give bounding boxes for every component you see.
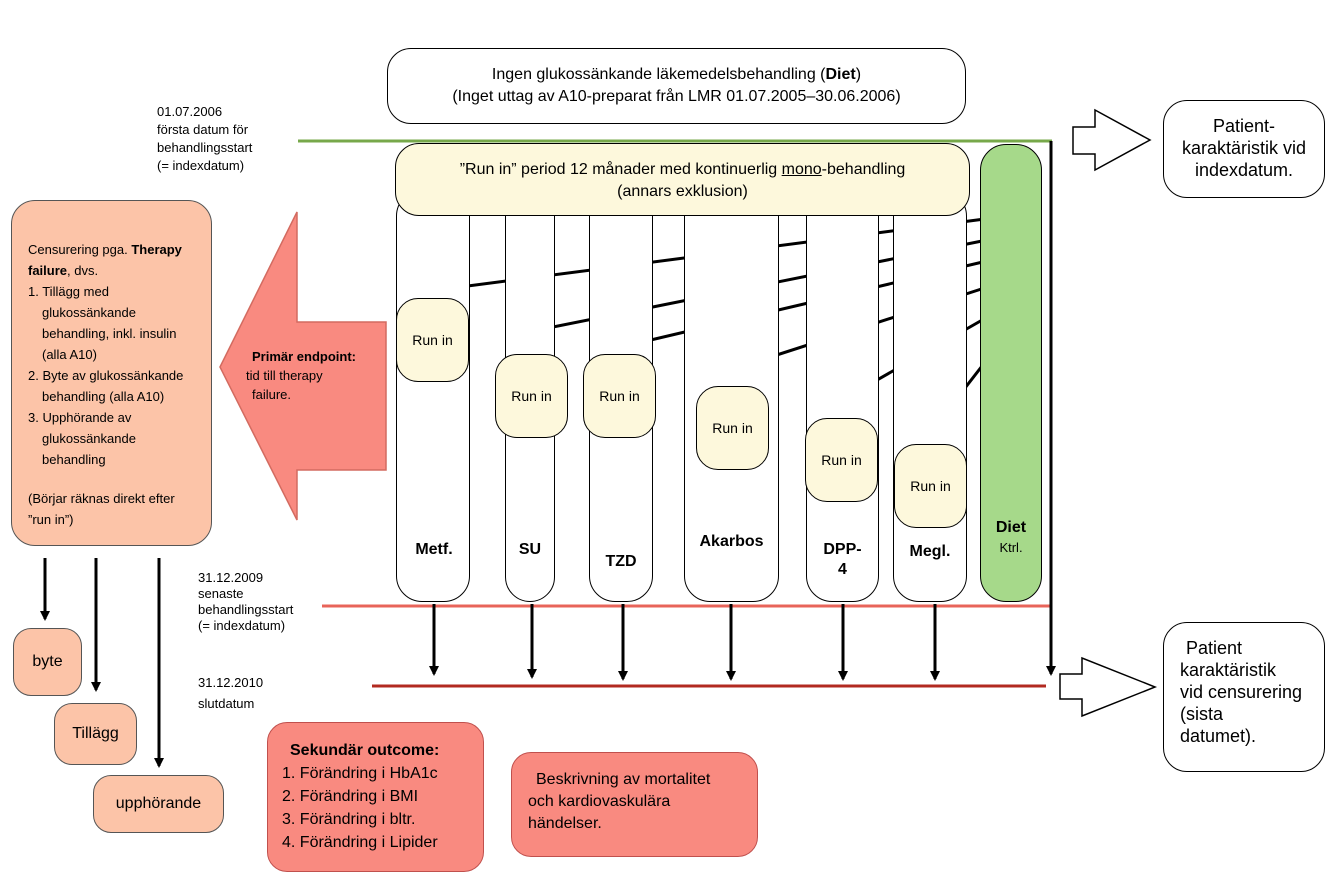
end-note-line3: behandlingsstart	[198, 602, 294, 617]
primary-endpoint-text: Primär endpoint: tid till therapy failur…	[246, 347, 356, 404]
outcome-tillagg: Tillägg	[54, 703, 137, 765]
patient-censor-line3: vid censurering	[1180, 682, 1303, 702]
end-date: 31.12.2009	[198, 570, 264, 585]
censoring-item-3b: glukossänkande	[42, 431, 136, 446]
censoring-item-1d: (alla A10)	[42, 347, 97, 362]
secondary-outcome-box: Sekundär outcome: 1. Förändring i HbA1c …	[267, 722, 484, 872]
label-dpp4-line2: 4	[838, 561, 847, 578]
censoring-item-3c: behandling	[42, 452, 106, 467]
start-note-line2: första datum för	[157, 122, 249, 137]
secondary-item-2: 2. Förändring i BMI	[282, 788, 419, 805]
outcome-upphorande-label: upphörande	[115, 795, 202, 812]
top-box-line2: (Inget uttag av A10-preparat från LMR 01…	[452, 88, 901, 105]
mortality-line3: händelser.	[528, 815, 602, 832]
patient-censor-line5: datumet).	[1180, 726, 1257, 746]
patient-censor-line4: (sista	[1180, 704, 1224, 724]
label-megl: Megl.	[909, 543, 951, 560]
label-diet-title: Diet	[995, 519, 1027, 536]
runin-period-mono: mono	[781, 161, 822, 178]
label-tzd: TZD	[605, 553, 637, 570]
patient-index-line3: indexdatum.	[1194, 160, 1294, 180]
outcome-byte: byte	[13, 628, 82, 696]
top-box-no-treatment: Ingen glukossänkande läkemedelsbehandlin…	[387, 48, 966, 124]
runin-box-akarbos: Run in	[696, 386, 769, 470]
column-megl	[893, 190, 967, 602]
secondary-item-1: 1. Förändring i HbA1c	[282, 765, 438, 782]
label-akarbos: Akarbos	[699, 533, 764, 550]
mortality-line1: Beskrivning av mortalitet	[536, 771, 711, 788]
censoring-item-3: 3. Upphörande av	[28, 410, 132, 425]
censoring-note1: (Börjar räknas direkt efter	[28, 491, 175, 506]
outcome-upphorande: upphörande	[93, 775, 224, 833]
outcome-tillagg-label: Tillägg	[72, 725, 119, 742]
runin-box-metf: Run in	[396, 298, 469, 382]
end-note-line2: senaste	[198, 586, 244, 601]
start-date-note: 01.07.2006 första datum för behandlingss…	[157, 103, 252, 175]
censoring-dvs: , dvs.	[67, 263, 99, 278]
censoring-intro: Censurering pga.	[28, 242, 132, 257]
primary-endpoint-line2: tid till therapy	[246, 368, 323, 383]
label-su: SU	[518, 541, 542, 558]
primary-endpoint-arrow	[219, 211, 387, 521]
primary-endpoint-line3: failure.	[252, 387, 292, 402]
runin-box-tzd: Run in	[583, 354, 656, 438]
column-metf	[396, 190, 470, 602]
primary-endpoint-title: Primär endpoint:	[252, 349, 357, 364]
secondary-title: Sekundär outcome:	[290, 742, 440, 759]
runin-period-line2: (annars exklusion)	[617, 183, 748, 200]
start-date: 01.07.2006	[157, 104, 223, 119]
runin-period-line1a: ”Run in” period 12 månader med kontinuer…	[459, 161, 782, 178]
censoring-therapy: Therapy	[131, 242, 182, 257]
censoring-item-2b: behandling (alla A10)	[42, 389, 165, 404]
censoring-failure: failure	[28, 263, 68, 278]
hollow-arrow-censor	[1059, 656, 1158, 718]
censoring-item-2: 2. Byte av glukossänkande	[28, 368, 184, 383]
start-note-line4: (= indexdatum)	[157, 158, 245, 173]
patient-index-line2: karaktäristik vid	[1181, 138, 1307, 158]
runin-period-line1b: -behandling	[821, 161, 906, 178]
censoring-box: Censurering pga. Therapy failure, dvs. 1…	[11, 200, 212, 546]
hollow-arrow-index	[1072, 108, 1152, 172]
runin-box-su: Run in	[495, 354, 568, 438]
censoring-item-1: 1. Tillägg med	[28, 284, 109, 299]
slut-date: 31.12.2010	[198, 675, 264, 690]
censoring-note2: ”run in”)	[28, 512, 74, 527]
mortality-box: Beskrivning av mortalitet och kardiovask…	[511, 752, 758, 857]
column-diet	[980, 144, 1042, 602]
label-diet: Diet Ktrl.	[980, 518, 1042, 558]
patient-index-line1: Patient-	[1212, 116, 1276, 136]
label-dpp4-line1: DPP-	[823, 541, 862, 558]
secondary-item-4: 4. Förändring i Lipider	[282, 834, 438, 851]
top-box-line1: Ingen glukossänkande läkemedelsbehandlin…	[491, 66, 826, 83]
slut-note-line2: slutdatum	[198, 696, 255, 711]
label-diet-sub: Ktrl.	[999, 540, 1023, 555]
label-dpp4: DPP- 4	[806, 540, 879, 580]
patient-censor-line2: karaktäristik	[1180, 660, 1277, 680]
runin-box-dpp4: Run in	[805, 418, 878, 502]
patient-censor-box: Patient karaktäristik vid censurering (s…	[1163, 622, 1325, 772]
top-box-line1-end: )	[855, 66, 862, 83]
end-note-line4: (= indexdatum)	[198, 618, 286, 633]
runin-period-banner: ”Run in” period 12 månader med kontinuer…	[395, 143, 970, 216]
outcome-byte-label: byte	[32, 653, 63, 670]
secondary-item-3: 3. Förändring i bltr.	[282, 811, 416, 828]
mortality-line2: och kardiovaskulära	[528, 793, 671, 810]
end-date-note: 31.12.2009 senaste behandlingsstart (= i…	[198, 570, 293, 634]
runin-box-megl: Run in	[894, 444, 967, 528]
slut-date-note: 31.12.2010 slutdatum	[198, 672, 263, 714]
censoring-item-1b: glukossänkande	[42, 305, 136, 320]
start-note-line3: behandlingsstart	[157, 140, 253, 155]
top-box-diet: Diet	[825, 66, 856, 83]
label-metf: Metf.	[415, 541, 453, 558]
censoring-item-1c: behandling, inkl. insulin	[42, 326, 177, 341]
patient-index-box: Patient- karaktäristik vid indexdatum.	[1163, 100, 1325, 198]
column-dpp4	[806, 190, 879, 602]
patient-censor-line1: Patient	[1186, 638, 1243, 658]
